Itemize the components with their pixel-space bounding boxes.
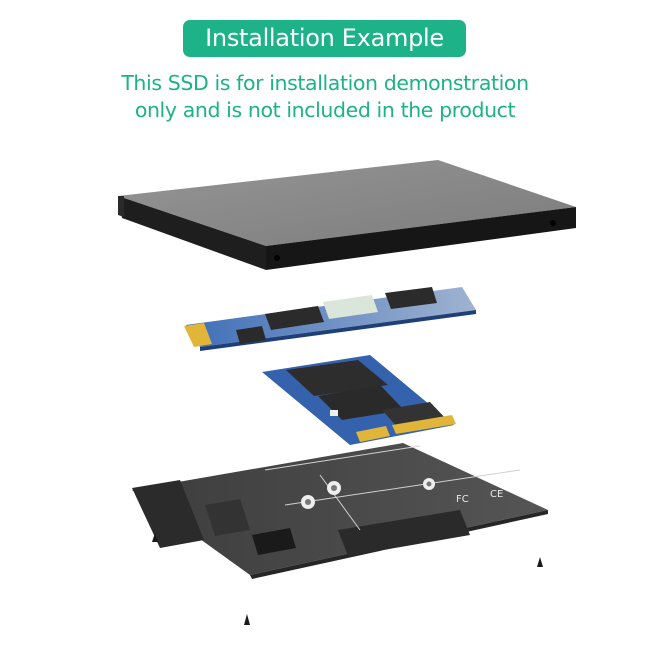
disclaimer-line-2: only and is not included in the product: [134, 98, 516, 122]
m2-nvme-ssd: [184, 287, 476, 351]
fcc-mark: FC: [456, 494, 469, 505]
mounting-screws: [152, 533, 543, 625]
sata-adapter-board: FC CE: [132, 443, 548, 579]
ssd-enclosure: [118, 160, 576, 270]
disclaimer-text: This SSD is for installation demonstrati…: [0, 70, 650, 124]
disclaimer-line-1: This SSD is for installation demonstrati…: [121, 71, 529, 95]
ce-mark: CE: [490, 489, 503, 500]
msata-ssd: [262, 355, 456, 445]
installation-example-banner: Installation Example: [183, 20, 466, 57]
